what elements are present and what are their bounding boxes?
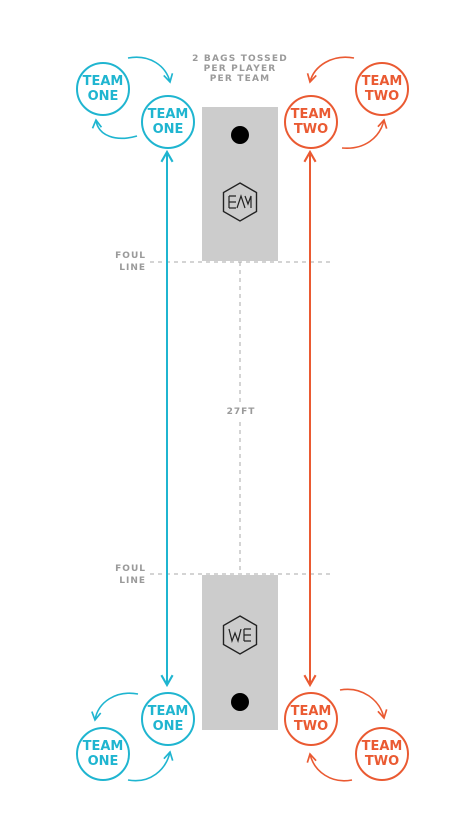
rotation-arrow [127,56,174,84]
note-line: PER TEAM [209,74,271,84]
rotation-arrow [339,688,388,720]
distance-label: 27FT [224,404,258,420]
top-board-hole [231,126,249,144]
bottom-board-hole [231,693,249,711]
rotation-arrow [127,750,174,782]
note-line: PER PLAYER [203,64,277,74]
rotation-arrow [341,118,388,149]
rotation-arrow [306,752,353,782]
bottom-foul-line-label: FOUL LINE [115,564,146,586]
hexagon-logo-icon [222,615,258,655]
bags-tossed-note: 2 BAGS TOSSED PER PLAYER PER TEAM [186,54,294,84]
rotation-arrow [306,56,355,84]
top-foul-line-label: FOUL LINE [115,251,146,273]
rotation-arrow [91,692,139,722]
rotation-arrow [91,118,138,140]
hexagon-logo-icon [222,182,258,222]
note-line: 2 BAGS TOSSED [192,54,288,64]
